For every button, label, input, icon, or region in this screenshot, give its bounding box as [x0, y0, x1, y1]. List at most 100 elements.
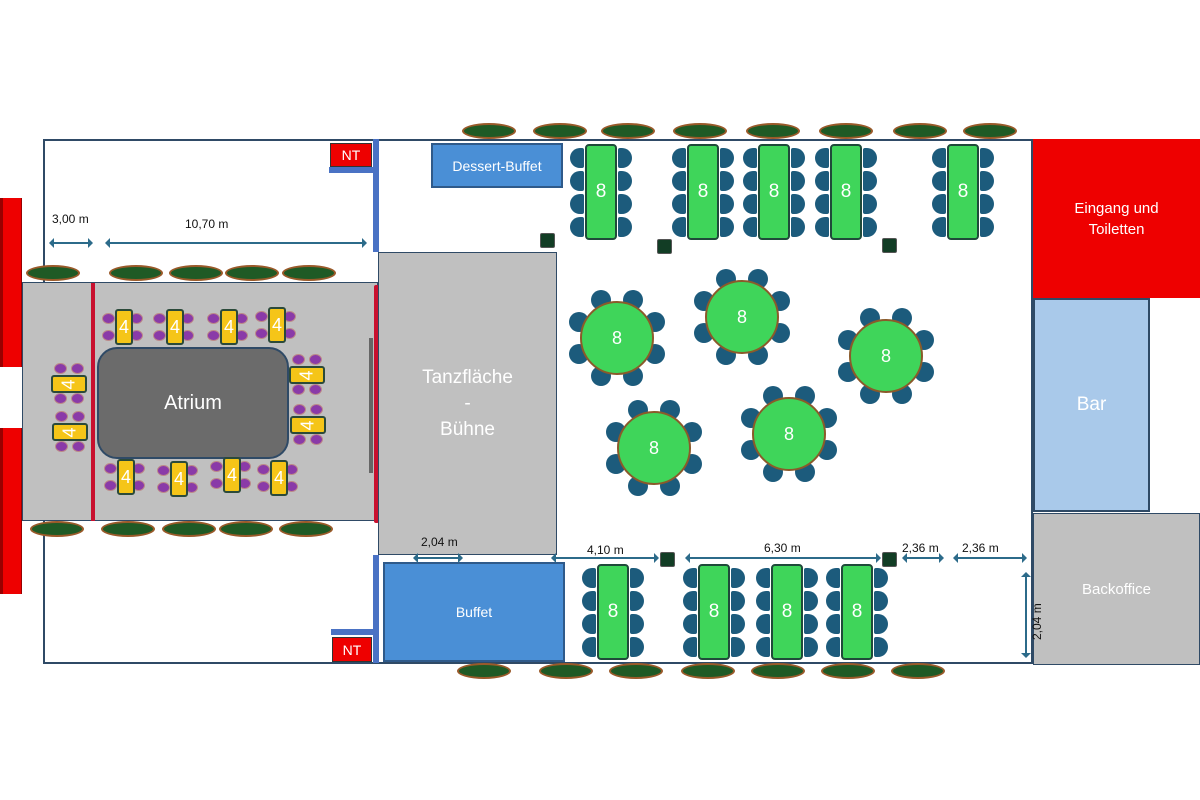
chair — [570, 194, 584, 214]
plant-planter — [169, 265, 223, 281]
plant-planter — [533, 123, 587, 139]
wall-top-right — [376, 139, 1033, 141]
small-table: 4 — [268, 307, 286, 343]
dessert-buffet-label: Dessert-Buffet — [452, 157, 542, 174]
plant-planter — [891, 663, 945, 679]
table-capacity: 4 — [169, 316, 180, 337]
chair — [104, 463, 117, 474]
chair — [582, 614, 596, 634]
chair — [630, 614, 644, 634]
chair — [54, 363, 67, 374]
chair — [292, 354, 305, 365]
table-capacity: 4 — [120, 466, 131, 487]
chair — [582, 637, 596, 657]
chair — [672, 171, 686, 191]
pillar — [657, 239, 672, 254]
dimension-arrow-vertical — [1021, 572, 1031, 658]
plant-planter — [30, 521, 84, 537]
chair — [815, 194, 829, 214]
partition-wall-bottom — [373, 555, 379, 663]
partition-wall-top — [373, 139, 379, 252]
small-table: 4 — [170, 461, 188, 497]
partition-wall-top-stub — [329, 167, 375, 173]
chair — [804, 637, 818, 657]
chair — [743, 148, 757, 168]
dimension-buffet-offset: 2,04 m — [421, 535, 458, 549]
entrance-label: Eingang und Toiletten — [1074, 199, 1159, 238]
dance-floor-stage: Tanzfläche - Bühne — [378, 252, 557, 555]
plant-planter — [457, 663, 511, 679]
round-table: 8 — [580, 301, 654, 375]
chair — [310, 434, 323, 445]
pillar — [540, 233, 555, 248]
round-table: 8 — [705, 280, 779, 354]
chair — [309, 384, 322, 395]
chair — [791, 171, 805, 191]
small-table: 4 — [117, 459, 135, 495]
dimension-gap-c: 2,36 m — [902, 541, 939, 555]
chair — [582, 568, 596, 588]
chair — [54, 393, 67, 404]
exterior-red-wall-bottom — [0, 428, 22, 594]
plant-planter — [225, 265, 279, 281]
chair — [804, 568, 818, 588]
chair — [731, 614, 745, 634]
chair — [756, 614, 770, 634]
plant-planter — [893, 123, 947, 139]
divider-red-right — [374, 285, 379, 523]
chair — [683, 637, 697, 657]
chair — [570, 171, 584, 191]
dimension-arrow — [551, 553, 659, 563]
chair — [683, 614, 697, 634]
chair — [309, 354, 322, 365]
pillar — [882, 552, 897, 567]
atrium-label: Atrium — [164, 391, 222, 414]
plant-planter — [162, 521, 216, 537]
chair — [720, 171, 734, 191]
chair — [210, 461, 223, 472]
banquet-table: 8 — [585, 144, 617, 240]
small-table: 4 — [166, 309, 184, 345]
small-table: 4 — [290, 416, 326, 434]
round-table: 8 — [752, 397, 826, 471]
small-table: 4 — [270, 460, 288, 496]
chair — [720, 194, 734, 214]
chair — [257, 481, 270, 492]
dimension-arrow — [105, 238, 367, 248]
chair — [71, 393, 84, 404]
chair — [157, 465, 170, 476]
chair — [804, 591, 818, 611]
buffet-label: Buffet — [455, 604, 493, 620]
plant-planter — [462, 123, 516, 139]
chair — [874, 568, 888, 588]
chair — [720, 148, 734, 168]
emergency-exit-top: NT — [330, 143, 372, 167]
plant-planter — [963, 123, 1017, 139]
table-capacity: 4 — [59, 426, 80, 438]
table-capacity: 4 — [118, 316, 129, 337]
chair — [255, 328, 268, 339]
chair — [815, 171, 829, 191]
chair — [863, 194, 877, 214]
table-capacity: 4 — [226, 464, 237, 485]
chair — [292, 384, 305, 395]
dimension-gap-a: 4,10 m — [587, 543, 624, 557]
wall-bottom — [43, 662, 1033, 664]
chair — [310, 404, 323, 415]
chair — [210, 478, 223, 489]
plant-planter — [746, 123, 800, 139]
chair — [570, 217, 584, 237]
chair — [863, 217, 877, 237]
chair — [980, 217, 994, 237]
chair — [257, 464, 270, 475]
plant-planter — [26, 265, 80, 281]
dimension-left-gap: 3,00 m — [52, 212, 89, 226]
table-capacity: 4 — [58, 378, 79, 390]
chair — [756, 637, 770, 657]
chair — [153, 313, 166, 324]
chair — [826, 614, 840, 634]
chair — [791, 148, 805, 168]
chair — [672, 194, 686, 214]
chair — [207, 313, 220, 324]
chair — [980, 194, 994, 214]
